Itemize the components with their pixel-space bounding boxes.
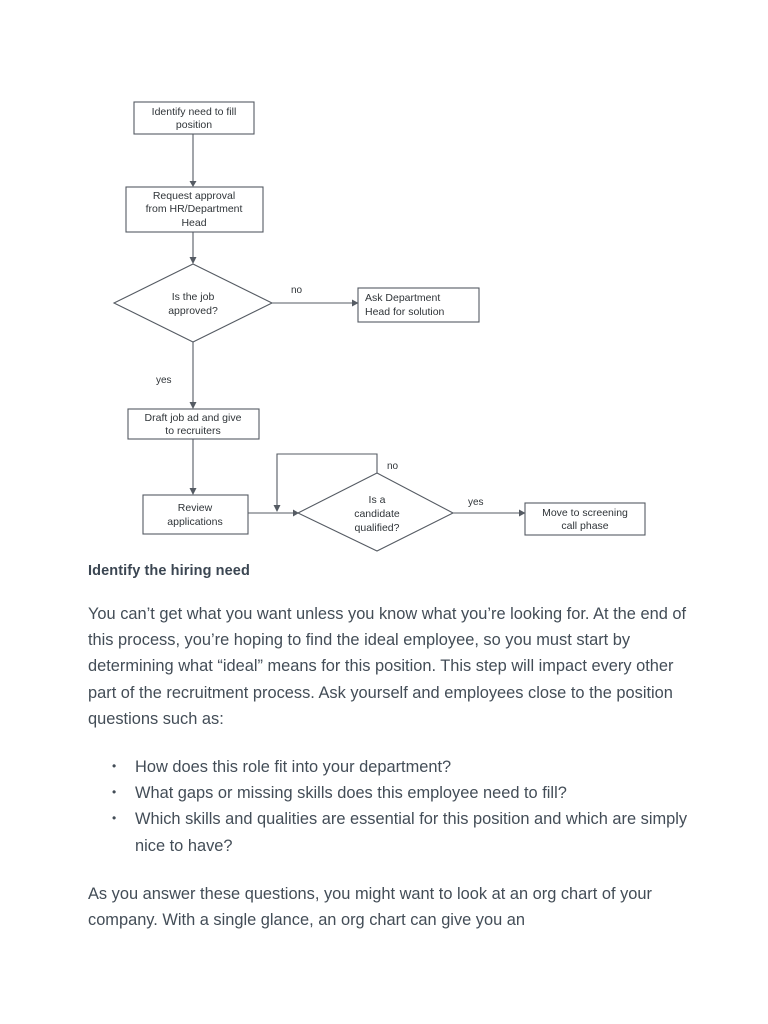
node-request-approval-line1: Request approval	[153, 190, 235, 202]
arrowhead-review-to-qualified	[293, 509, 299, 517]
list-item: How does this role fit into your departm…	[88, 753, 688, 780]
node-candidate-qualified-line1: Is a	[369, 494, 386, 506]
edge-label-approved-no: no	[291, 285, 303, 296]
flowchart-diagram: no yes no yes Identify need to fill posi…	[112, 101, 646, 552]
edge-qualified-no-loop	[276, 453, 378, 506]
node-job-approved-line2: approved?	[168, 305, 218, 317]
arrowhead-qualified-yes	[519, 509, 526, 517]
node-identify-need-line2: position	[176, 119, 212, 131]
node-request-approval-box	[125, 186, 264, 233]
flowchart-canvas: no yes no yes Identify need to fill posi…	[112, 101, 646, 552]
list-item: What gaps or missing skills does this em…	[88, 779, 688, 806]
node-ask-department-head-line1: Ask Department	[365, 292, 440, 304]
arrowhead-identify-to-request	[189, 181, 197, 187]
document-body: Identify the hiring need You can’t get w…	[88, 563, 688, 933]
node-ask-department-head-line2: Head for solution	[365, 306, 445, 318]
node-candidate-qualified-diamond	[296, 472, 455, 552]
node-candidate-qualified-line2: candidate	[354, 508, 400, 520]
node-move-to-screening-line1: Move to screening	[542, 507, 628, 519]
arrowhead-qualified-no-loop	[273, 505, 281, 512]
node-review-applications-line1: Review	[178, 502, 213, 514]
node-request-approval-line2: from HR/Department	[146, 203, 243, 215]
arrowhead-approved-no	[352, 299, 359, 307]
edge-label-qualified-yes: yes	[468, 497, 484, 508]
flowchart-connectors	[189, 134, 526, 517]
node-job-approved-decision[interactable]: Is the job approved?	[112, 263, 274, 343]
node-job-approved-diamond	[112, 263, 274, 343]
node-move-to-screening[interactable]: Move to screening call phase	[524, 502, 646, 536]
paragraph-intro: You can’t get what you want unless you k…	[88, 605, 687, 728]
node-ask-department-head[interactable]: Ask Department Head for solution	[357, 287, 480, 323]
section-heading: Identify the hiring need	[88, 563, 250, 579]
node-job-approved-line1: Is the job	[172, 291, 215, 303]
arrowhead-request-to-approved	[189, 257, 197, 264]
node-review-applications[interactable]: Review applications	[142, 494, 249, 535]
list-item: Which skills and qualities are essential…	[88, 805, 688, 858]
node-draft-job-ad-line2: to recruiters	[165, 425, 220, 437]
node-identify-need-box	[133, 101, 255, 135]
edge-label-approved-yes: yes	[156, 375, 172, 386]
node-identify-need[interactable]: Identify need to fill position	[133, 101, 255, 135]
edge-label-qualified-no: no	[387, 461, 399, 472]
node-ask-department-head-box	[357, 287, 480, 323]
node-draft-job-ad[interactable]: Draft job ad and give to recruiters	[127, 408, 260, 440]
node-move-to-screening-line2: call phase	[561, 520, 608, 532]
arrowhead-draft-to-review	[189, 488, 197, 495]
node-candidate-qualified-line3: qualified?	[355, 522, 400, 534]
node-identify-need-line1: Identify need to fill	[152, 106, 237, 118]
node-draft-job-ad-line1: Draft job ad and give	[145, 412, 242, 424]
node-candidate-qualified-decision[interactable]: Is a candidate qualified?	[296, 472, 455, 552]
node-request-approval-line3: Head	[181, 217, 206, 229]
paragraph-org-chart: As you answer these questions, you might…	[88, 884, 652, 930]
arrowhead-approved-yes	[189, 402, 197, 409]
node-move-to-screening-box	[524, 502, 646, 536]
node-review-applications-box	[142, 494, 249, 535]
node-draft-job-ad-box	[127, 408, 260, 440]
questions-bullet-list: How does this role fit into your departm…	[88, 753, 688, 859]
node-review-applications-line2: applications	[167, 516, 222, 528]
node-request-approval[interactable]: Request approval from HR/Department Head	[125, 186, 264, 233]
